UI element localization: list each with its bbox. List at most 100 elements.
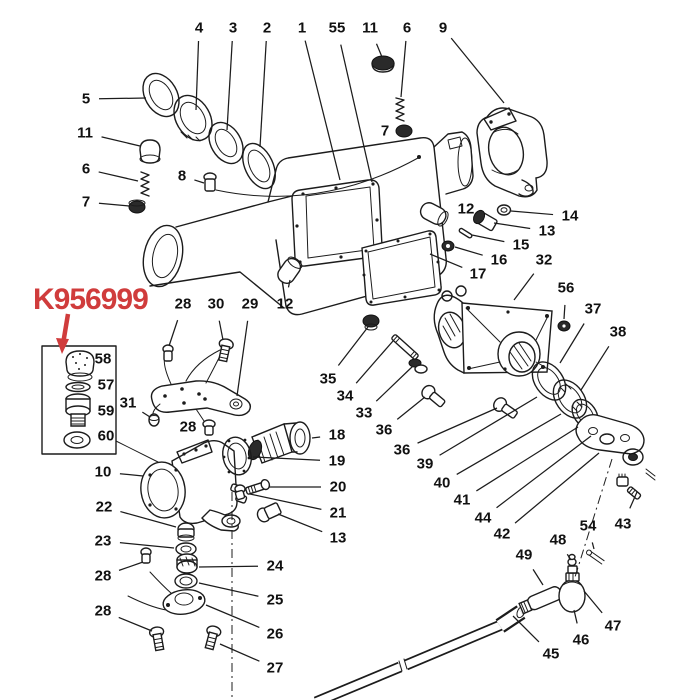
callout-leader-line	[198, 582, 259, 597]
callout-leader-line	[355, 340, 394, 384]
part-callout-28: 28	[95, 568, 112, 585]
inset-pointer-line	[115, 440, 159, 463]
callout-leader-line	[249, 493, 322, 511]
part-callout-13: 13	[539, 223, 556, 240]
callout-leader-line	[559, 323, 585, 364]
part-callout-26: 26	[267, 626, 284, 643]
part-callout-7: 7	[381, 123, 389, 140]
part-callout-16: 16	[491, 252, 508, 269]
part-callout-20: 20	[330, 479, 347, 496]
callout-leader-line	[311, 436, 321, 439]
callout-leader-line	[512, 615, 540, 643]
part-callout-33: 33	[356, 405, 373, 422]
part-callout-56: 56	[558, 280, 575, 297]
callout-leader-line	[493, 222, 531, 230]
axis-lines	[231, 458, 613, 698]
part-callout-10: 10	[95, 464, 112, 481]
callout-leader-line	[400, 40, 407, 98]
callout-leader-line	[198, 565, 259, 568]
part-callout-19: 19	[329, 453, 346, 470]
part-callout-41: 41	[454, 492, 471, 509]
steering-arm-drawing	[148, 338, 252, 436]
part-callout-39: 39	[417, 456, 434, 473]
part-callout-12: 12	[277, 296, 294, 313]
callout-leader-line	[417, 407, 498, 444]
callout-leader-line	[98, 97, 147, 100]
part-callout-59: 59	[98, 403, 115, 420]
callout-leader-line	[226, 40, 233, 131]
callout-leader-line	[514, 452, 600, 524]
part-callout-23: 23	[95, 533, 112, 550]
callout-leader-line	[194, 179, 205, 184]
tie-rod-drawing	[313, 553, 586, 700]
part-callout-12: 12	[458, 201, 475, 218]
part-callout-25: 25	[267, 592, 284, 609]
diff-carrier-drawing	[362, 285, 571, 419]
part-callout-17: 17	[470, 266, 487, 283]
part-callout-24: 24	[267, 558, 284, 575]
part-callout-36: 36	[394, 442, 411, 459]
part-callout-34: 34	[337, 388, 354, 405]
callout-leader-line	[119, 542, 175, 549]
callout-leader-line	[573, 609, 578, 624]
callout-leader-line	[580, 345, 610, 391]
callout-leader-line	[429, 253, 463, 269]
callout-leader-line	[195, 40, 200, 111]
part-callout-30: 30	[208, 296, 225, 313]
part-callout-1: 1	[298, 20, 306, 37]
callout-leader-line	[118, 561, 144, 571]
part-callout-55: 55	[329, 20, 346, 37]
right-hardware-drawing	[361, 202, 512, 306]
part-callout-46: 46	[573, 632, 590, 649]
callout-leader-line	[454, 246, 483, 256]
callout-leader-line	[476, 426, 579, 492]
part-callout-54: 54	[580, 518, 597, 535]
part-callout-8: 8	[178, 168, 186, 185]
part-callout-29: 29	[242, 296, 259, 313]
callout-leader-line	[629, 491, 638, 509]
part-callout-7: 7	[82, 194, 90, 211]
callout-leader-line	[304, 40, 341, 181]
callout-leader-line	[236, 320, 249, 397]
part-callout-4: 4	[195, 20, 204, 37]
part-callout-28: 28	[175, 296, 192, 313]
top-fasteners-drawing	[371, 55, 413, 138]
part-callout-2: 2	[263, 20, 271, 37]
part-callout-5: 5	[82, 91, 90, 108]
callout-leader-line	[583, 590, 603, 614]
part-callout-49: 49	[516, 547, 533, 564]
spacer-12-drawing	[277, 256, 303, 284]
part-callout-38: 38	[610, 324, 627, 341]
part-callout-6: 6	[403, 20, 411, 37]
left-fasteners-drawing	[128, 139, 217, 214]
part-callout-14: 14	[562, 208, 579, 225]
part-callout-42: 42	[494, 526, 511, 543]
callout-leader-line	[259, 40, 267, 148]
callout-leader-line	[563, 304, 566, 320]
part-callout-47: 47	[605, 618, 622, 635]
cv-shaft-drawing	[222, 421, 311, 523]
part-callout-28: 28	[180, 419, 197, 436]
callout-leader-line	[168, 319, 179, 347]
swivel-housing-drawing	[476, 107, 548, 198]
callout-leader-line	[375, 43, 383, 58]
part-callout-44: 44	[475, 510, 492, 527]
callout-leader-line	[205, 604, 260, 628]
part-callout-60: 60	[98, 428, 115, 445]
part-callout-11: 11	[362, 20, 378, 37]
part-callout-15: 15	[513, 237, 530, 254]
callout-leader-line	[218, 320, 224, 341]
highlight-part-code: K956999	[33, 283, 149, 316]
callout-leader-line	[450, 37, 505, 104]
part-callout-43: 43	[615, 516, 632, 533]
callout-leader-line	[287, 279, 291, 288]
annotation-arrowhead	[56, 338, 69, 354]
part-callout-40: 40	[434, 475, 451, 492]
part-callout-45: 45	[543, 646, 560, 663]
axis-line	[574, 458, 613, 578]
part-callout-9: 9	[439, 20, 447, 37]
callout-leader-line	[118, 616, 153, 632]
part-callout-58: 58	[95, 351, 112, 368]
